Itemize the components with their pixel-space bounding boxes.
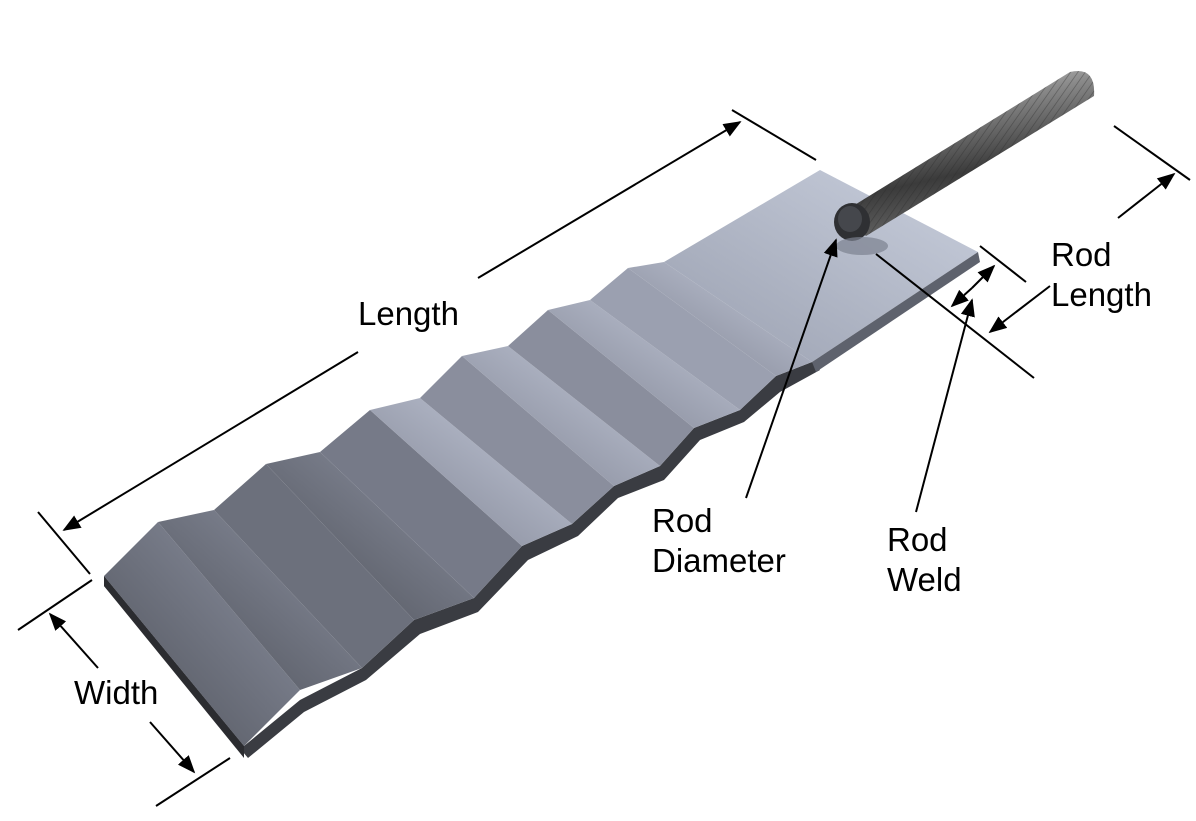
threaded-rod <box>834 71 1095 241</box>
rod-weld-shadow <box>836 237 888 255</box>
rod-length-label-line-1: Rod <box>1051 236 1112 273</box>
rod-diameter-leader <box>745 238 838 499</box>
length-arrow-lower <box>62 351 359 531</box>
strap-segment <box>370 398 572 546</box>
rod-weld-label-line-2: Weld <box>887 561 962 598</box>
length-label: Length <box>358 295 459 332</box>
strap-segment <box>628 262 812 376</box>
rod-weld-arrow-inner <box>950 287 973 308</box>
width-arrow-lower <box>149 721 196 774</box>
rod-diameter-label-line-1: Rod <box>652 502 713 539</box>
strap-front-edge <box>104 576 244 758</box>
length-extension-line-near <box>37 511 91 575</box>
rod-length-arrow-lower <box>988 285 1051 334</box>
weld-pad-edge <box>812 252 980 372</box>
rod-diameter-label: Rod Diameter <box>652 501 786 581</box>
rod-length-extension-line-top <box>1113 125 1191 181</box>
width-label: Width <box>74 674 159 711</box>
weld-pad <box>664 170 978 362</box>
width-arrow-upper <box>48 612 99 669</box>
rod-weld-extension-line <box>979 245 1027 283</box>
length-extension-line-far <box>731 109 817 161</box>
rod-weld-arrow-outer <box>971 264 996 289</box>
strap-segment <box>266 452 474 620</box>
rod-diameter-label-line-2: Diameter <box>652 542 786 579</box>
rod-weld-leader <box>915 298 975 513</box>
rod-length-extension-line-bottom <box>875 253 1035 379</box>
strap-segment <box>548 300 740 428</box>
strap-body <box>104 170 980 758</box>
rod-weld-label: Rod Weld <box>887 520 962 600</box>
dimension-lines <box>17 109 1191 807</box>
strap-segment <box>214 464 414 668</box>
strap-segment <box>508 310 694 466</box>
width-extension-line-top <box>17 579 93 631</box>
strap-segment <box>104 522 300 746</box>
rod-weld-label-line-1: Rod <box>887 521 948 558</box>
strap-segment <box>462 346 660 486</box>
rod-length-label-line-2: Length <box>1051 276 1152 313</box>
strap-segment <box>320 410 522 598</box>
rod-length-label: Rod Length <box>1051 235 1152 315</box>
strap-segment <box>420 356 614 524</box>
length-arrow-upper <box>477 121 742 279</box>
strap-segment <box>590 268 776 410</box>
strap-segment <box>158 510 362 690</box>
rod-length-arrow-upper <box>1117 172 1176 219</box>
width-extension-line-bottom <box>155 757 231 807</box>
